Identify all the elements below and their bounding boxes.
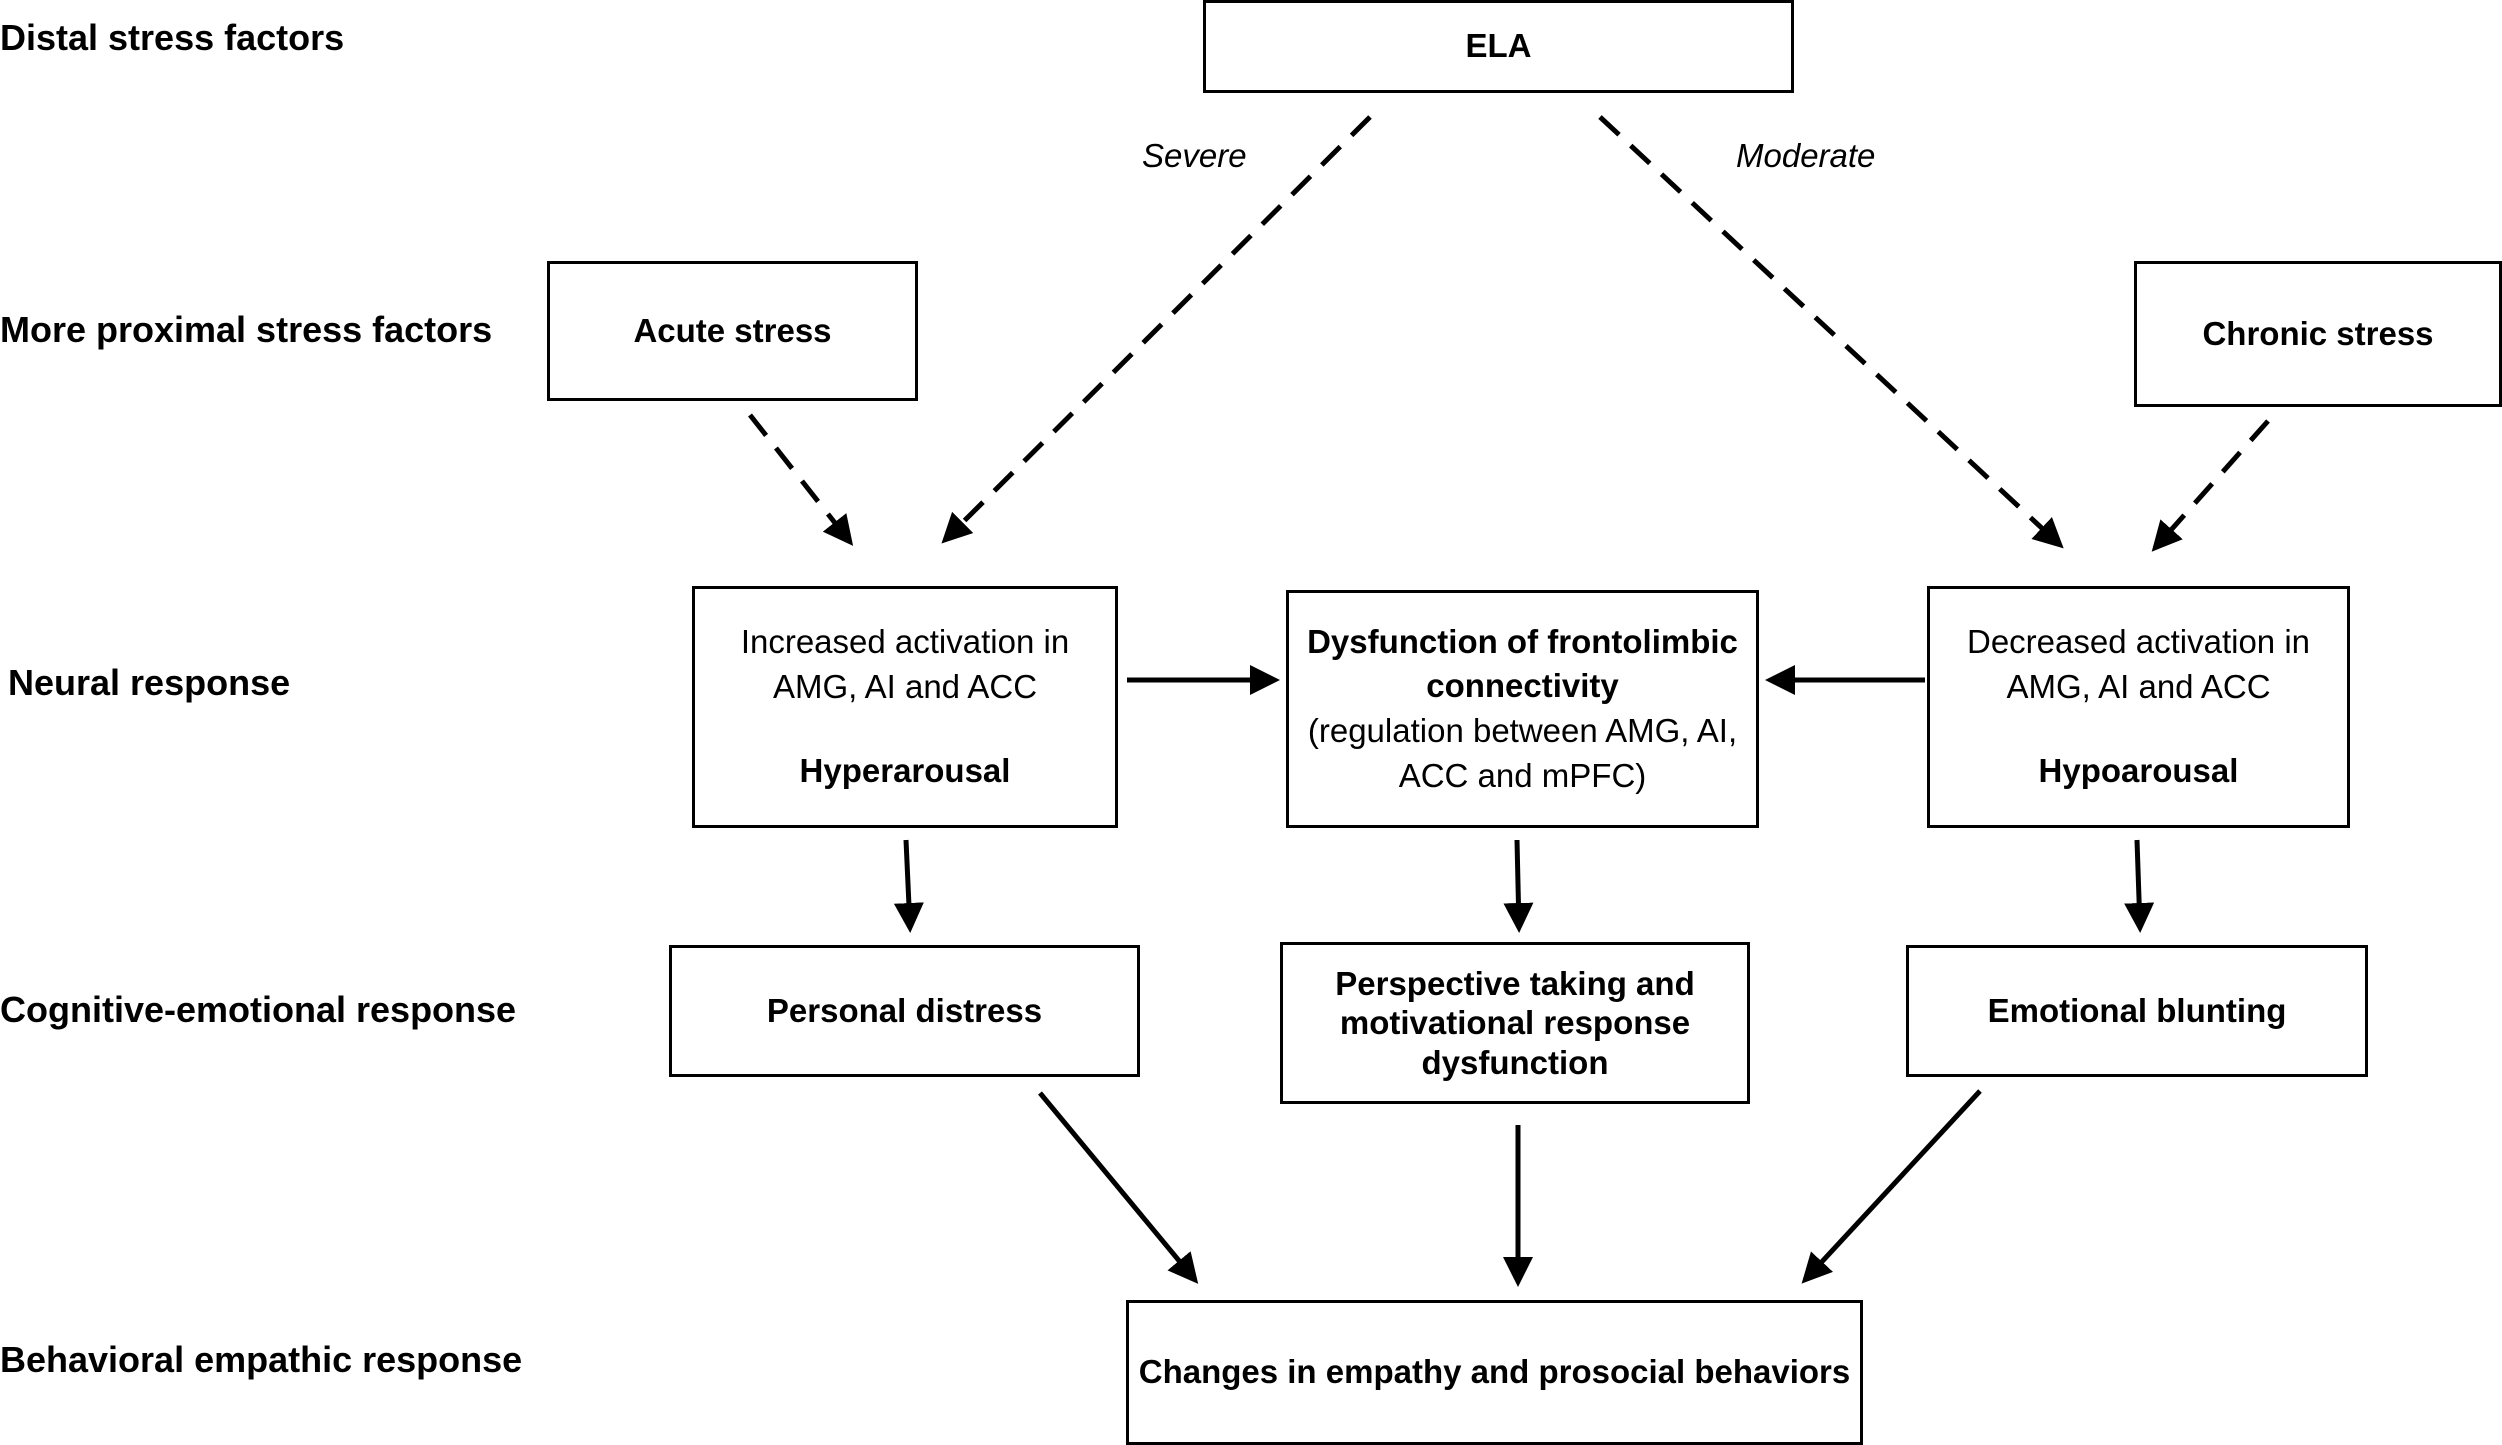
node-emotional-blunting: Emotional blunting — [1906, 945, 2368, 1077]
node-hyperarousal-label: Hyperarousal — [799, 752, 1011, 790]
node-ela-text: ELA — [1465, 27, 1532, 65]
node-hypoarousal-line1: Decreased activation in — [1966, 623, 2311, 661]
node-hypoarousal: Decreased activation in AMG, AI and ACC … — [1927, 586, 2350, 828]
node-changes-empathy: Changes in empathy and prosocial behavio… — [1126, 1300, 1863, 1445]
node-perspective-line3: dysfunction — [1421, 1043, 1609, 1081]
node-hyperarousal: Increased activation in AMG, AI and ACC … — [692, 586, 1118, 828]
node-personal-distress-text: Personal distress — [766, 991, 1043, 1029]
node-perspective-line2: motivational response — [1339, 1004, 1691, 1042]
node-emotional-blunting-text: Emotional blunting — [1987, 991, 2287, 1029]
arrow-ela-to-hyperarousal — [941, 115, 1372, 544]
arrow-frontolimbic-to-perspective — [1503, 839, 1534, 933]
node-ela: ELA — [1203, 0, 1794, 93]
node-chronic-stress-text: Chronic stress — [2202, 314, 2434, 352]
node-changes-empathy-text: Changes in empathy and prosocial behavio… — [1138, 1353, 1851, 1391]
node-acute-stress-text: Acute stress — [633, 311, 832, 349]
node-frontolimbic-line1: (regulation between AMG, AI, — [1307, 712, 1738, 749]
node-chronic-stress: Chronic stress — [2134, 261, 2502, 407]
row-label-proximal: More proximal stress factors — [0, 309, 493, 350]
node-acute-stress: Acute stress — [547, 261, 918, 401]
node-hyperarousal-line1: Increased activation in — [740, 623, 1070, 661]
row-label-neural: Neural response — [8, 662, 291, 703]
row-label-behavioral: Behavioral empathic response — [0, 1339, 523, 1380]
arrow-hyperarousal-to-distress — [893, 839, 924, 933]
arrow-blunting-to-changes — [1801, 1089, 1982, 1284]
arrow-acute-to-hyperarousal — [748, 413, 854, 546]
node-frontolimbic-line2: ACC and mPFC) — [1398, 756, 1647, 794]
arrow-ela-to-hypoarousal — [1598, 115, 2064, 549]
edge-label-severe: Severe — [1142, 137, 1247, 174]
node-hyperarousal-line2: AMG, AI and ACC — [772, 667, 1038, 705]
node-frontolimbic-title2: connectivity — [1426, 667, 1619, 705]
arrow-hypoarousal-to-blunting — [2124, 839, 2155, 933]
node-hypoarousal-line2: AMG, AI and ACC — [2006, 667, 2271, 705]
node-hypoarousal-label: Hypoarousal — [2038, 752, 2239, 790]
node-perspective-taking: Perspective taking and motivational resp… — [1280, 942, 1750, 1104]
node-frontolimbic-title1: Dysfunction of frontolimbic — [1307, 622, 1738, 660]
node-perspective-line1: Perspective taking and — [1335, 964, 1695, 1002]
node-personal-distress: Personal distress — [669, 945, 1140, 1077]
node-frontolimbic: Dysfunction of frontolimbic connectivity… — [1286, 590, 1759, 828]
arrow-distress-to-changes — [1038, 1091, 1199, 1284]
edge-label-moderate: Moderate — [1736, 137, 1876, 174]
row-label-cognitive: Cognitive-emotional response — [0, 989, 517, 1030]
row-label-distal: Distal stress factors — [0, 17, 345, 58]
arrow-chronic-to-hypoarousal — [2151, 419, 2270, 552]
